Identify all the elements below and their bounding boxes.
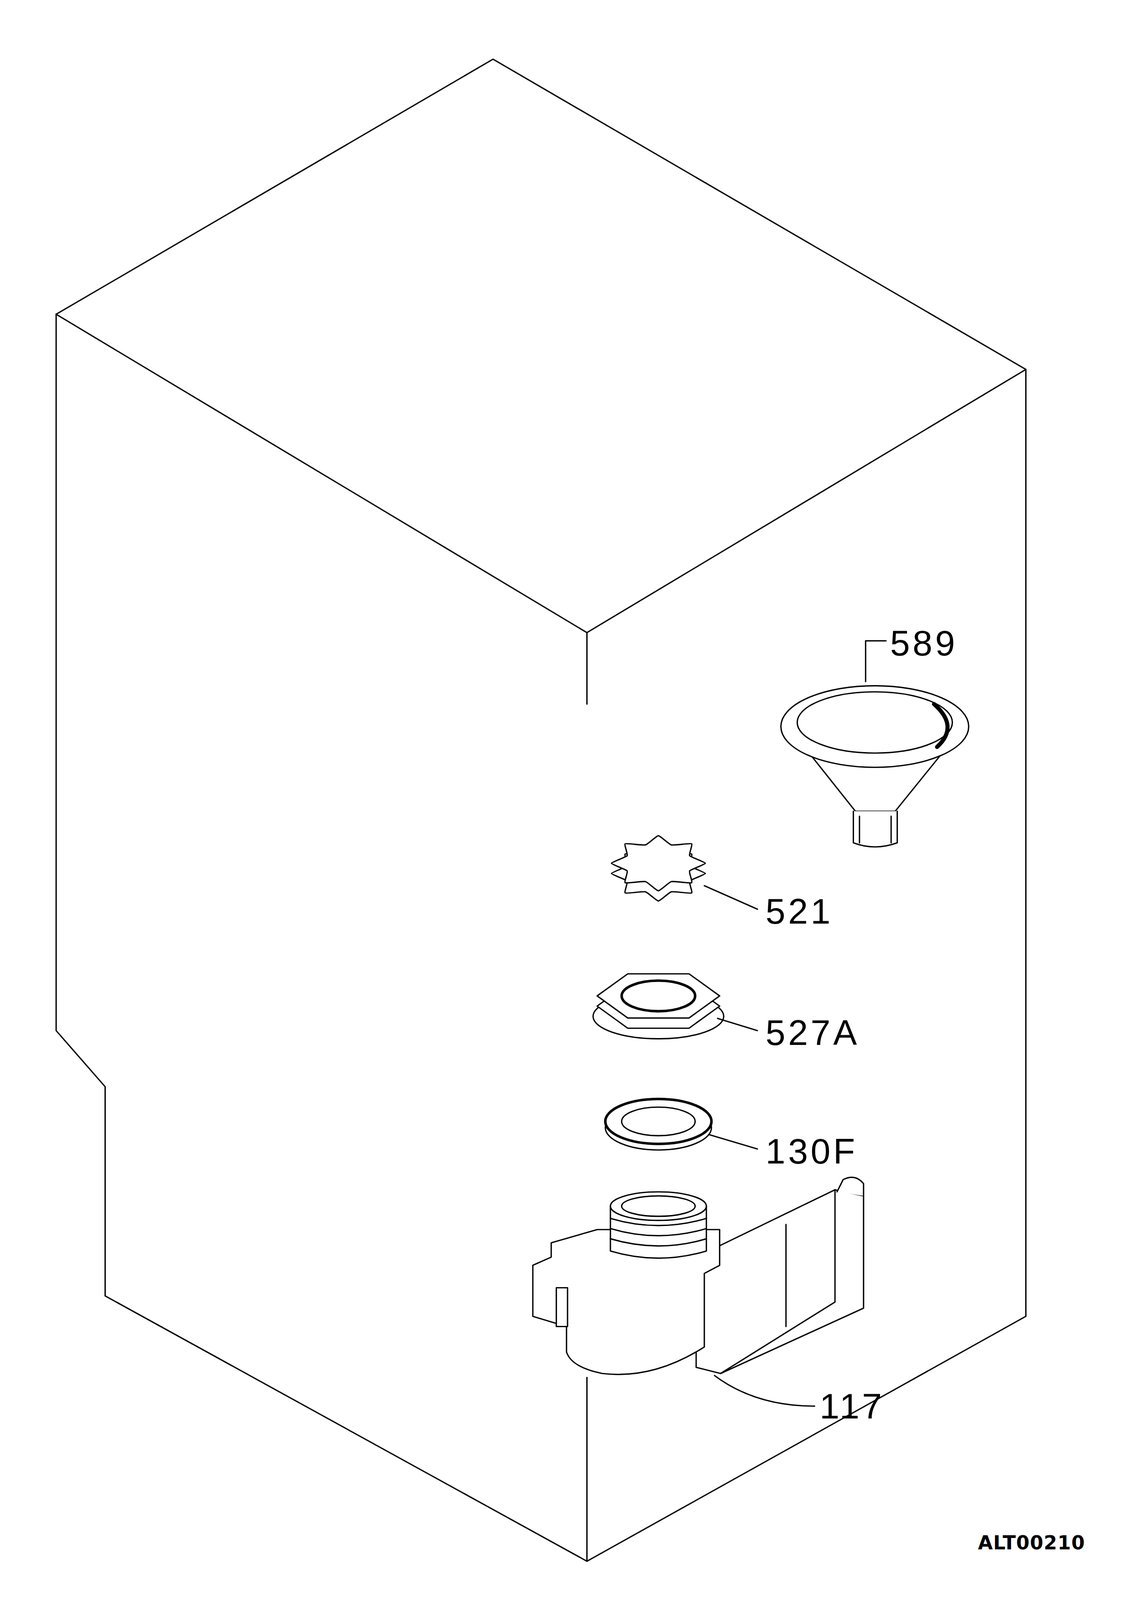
washer-top xyxy=(605,1099,712,1145)
funnel-neck-detail xyxy=(859,816,892,844)
cabinet-outline xyxy=(56,314,1026,1562)
callout-number: 130F xyxy=(765,1133,858,1170)
coil-detail xyxy=(720,1190,836,1375)
thread-lines xyxy=(610,1218,707,1246)
funnel-neck xyxy=(853,811,897,848)
coil-connector xyxy=(837,1177,864,1197)
washer-hole xyxy=(621,1107,696,1137)
nut-bore xyxy=(621,980,696,1012)
drawing-code: ALT00210 xyxy=(977,1533,1085,1554)
funnel-shading xyxy=(933,704,948,748)
leader-line xyxy=(717,1018,758,1032)
funnel-rim xyxy=(781,685,970,768)
valve-clip xyxy=(556,1287,568,1327)
callout-number: 527A xyxy=(765,1015,860,1051)
callout-number: 589 xyxy=(890,625,958,662)
leader-line xyxy=(714,1375,815,1407)
cabinet-top xyxy=(56,59,1026,633)
funnel-rim-inner xyxy=(797,692,953,754)
leader-line xyxy=(865,641,887,682)
callout-number: 521 xyxy=(765,893,834,930)
cabinet-edge xyxy=(586,1377,588,1562)
leader-line xyxy=(709,1135,758,1150)
star-knob-top xyxy=(611,835,706,892)
callout-number: 117 xyxy=(819,1388,885,1425)
stub-bore xyxy=(621,1196,696,1217)
stub-top xyxy=(610,1192,707,1221)
nut-hex-top xyxy=(597,974,720,1019)
cabinet-edge xyxy=(586,632,588,705)
coil-housing xyxy=(696,1190,864,1375)
leader-line xyxy=(704,886,758,910)
